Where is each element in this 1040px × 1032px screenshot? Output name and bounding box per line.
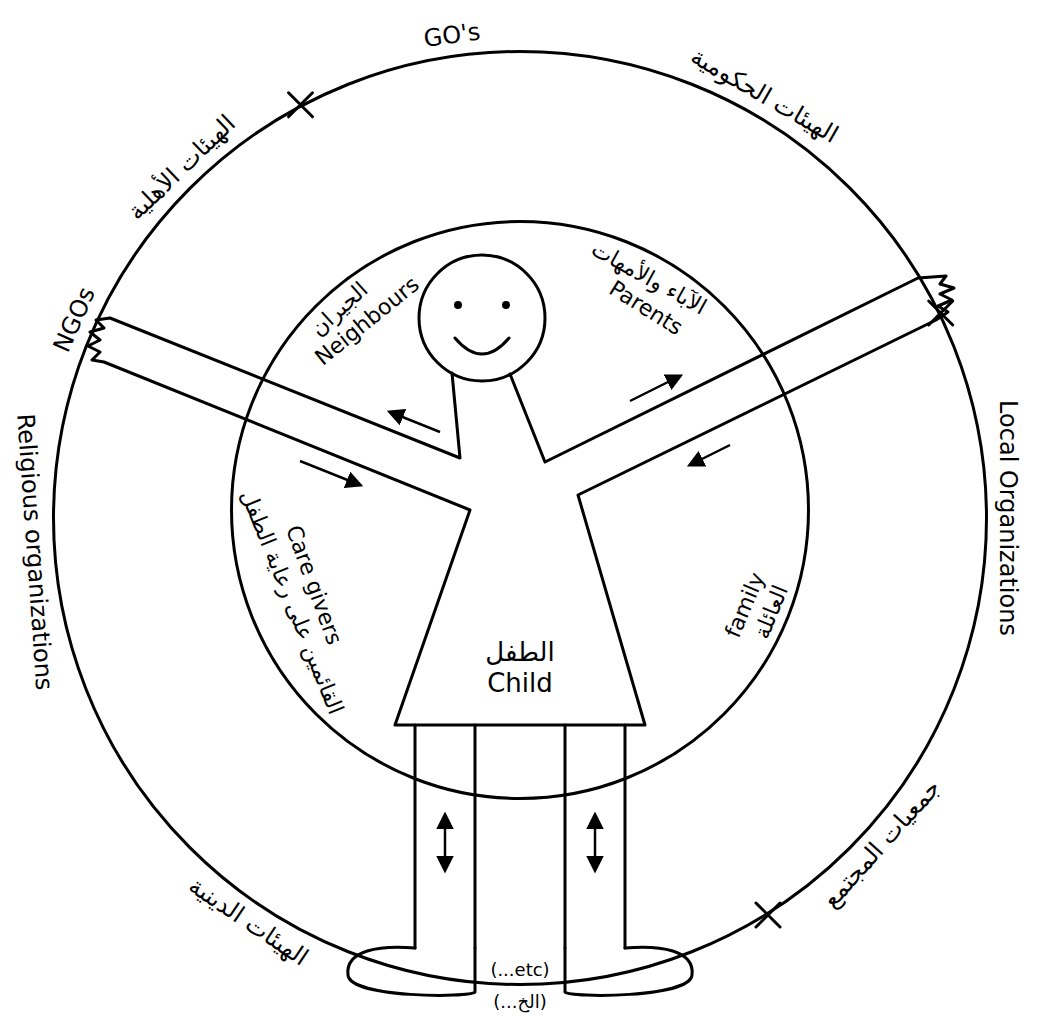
ring-label: Religious organizations (11, 413, 58, 692)
flow-arrow (300, 461, 360, 485)
child-smile (455, 338, 509, 354)
ring-label: الهيئات الحكومية (685, 43, 842, 149)
ring-label: NGOs (49, 283, 102, 356)
child-label: Child (487, 668, 553, 699)
circle-line (54, 52, 987, 985)
ring-label: Local Organizations (993, 400, 1021, 636)
child-legs (415, 725, 625, 948)
flow-arrow (444, 815, 447, 870)
child-eye (454, 301, 462, 309)
flow-arrow (690, 445, 730, 465)
ring-label: (...etc) (490, 959, 549, 980)
ring-label: الهيئات الدينية (183, 872, 313, 972)
ring-label: GO's (422, 18, 482, 53)
ring-label: الهيئات الأهلية (122, 110, 241, 226)
circle-outline (230, 220, 810, 800)
child-head (419, 255, 545, 381)
flow-arrow (594, 815, 597, 870)
flow-arrow (390, 412, 440, 432)
ring-label: (...الخ) (493, 991, 546, 1012)
circle-outline (52, 50, 988, 986)
child-body (88, 276, 954, 725)
circle-region: الطفلChildالآباء والأمهاتParentsالعائلةf… (52, 50, 988, 986)
flow-arrow (630, 376, 680, 401)
child-label-box: الطفلChild (477, 633, 562, 703)
ring-label: جمعيات المجتمع (817, 774, 946, 913)
child-eye (502, 301, 510, 309)
child-label: الطفل (485, 637, 554, 668)
circle-line (232, 222, 809, 799)
circle-region: الطفلChildالآباء والأمهاتParentsالعائلةf… (230, 220, 810, 800)
